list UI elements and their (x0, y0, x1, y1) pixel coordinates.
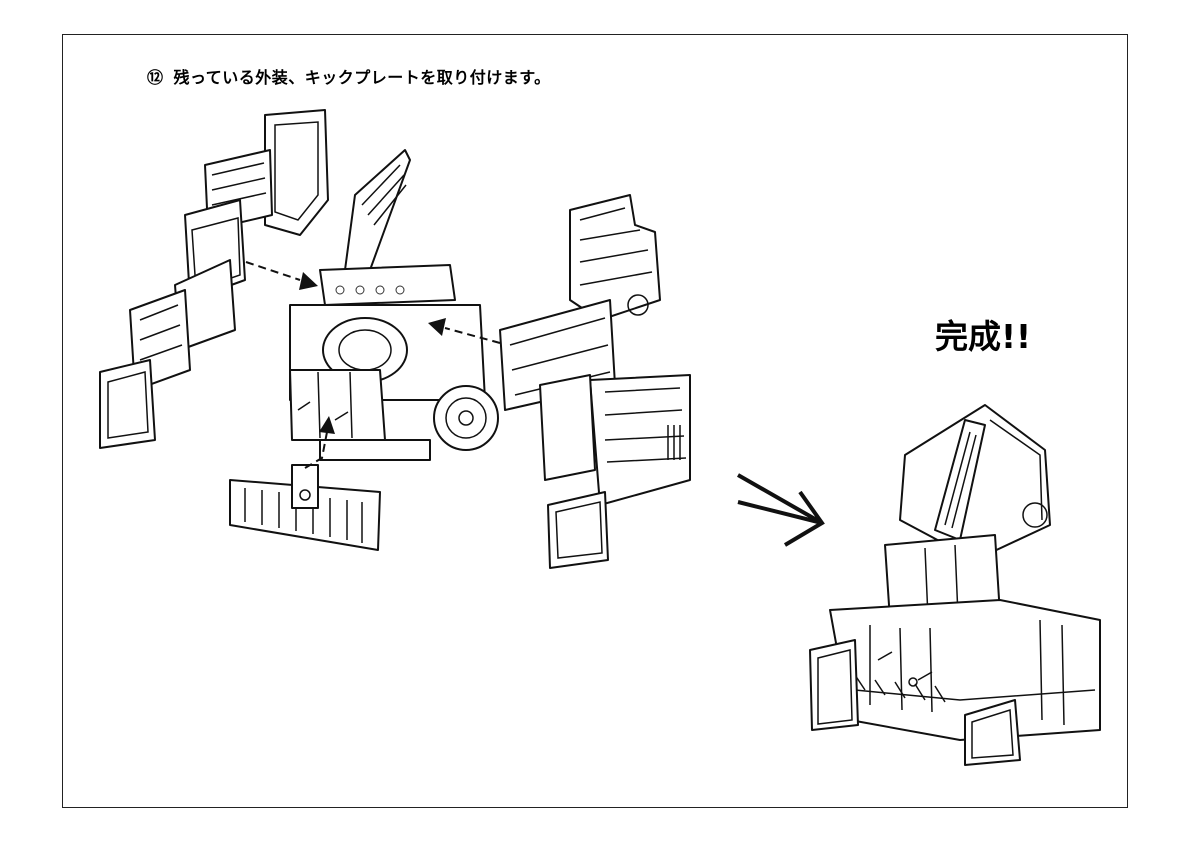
step-instruction: ⑫ 残っている外装、キックプレートを取り付けます。 (147, 64, 551, 88)
step-number: ⑫ (147, 68, 164, 87)
instruction-frame (62, 34, 1128, 808)
assembly-arrows (245, 261, 501, 469)
step-text: 残っている外装、キックプレートを取り付けます。 (173, 68, 551, 87)
result-arrow-icon (737, 473, 825, 547)
right-leg-armor-part (499, 194, 691, 569)
left-arm-armor-part (99, 109, 329, 449)
completion-label: 完成!! (935, 317, 1032, 356)
completed-robot-illustration (809, 404, 1101, 766)
kick-plate-part (229, 464, 381, 551)
